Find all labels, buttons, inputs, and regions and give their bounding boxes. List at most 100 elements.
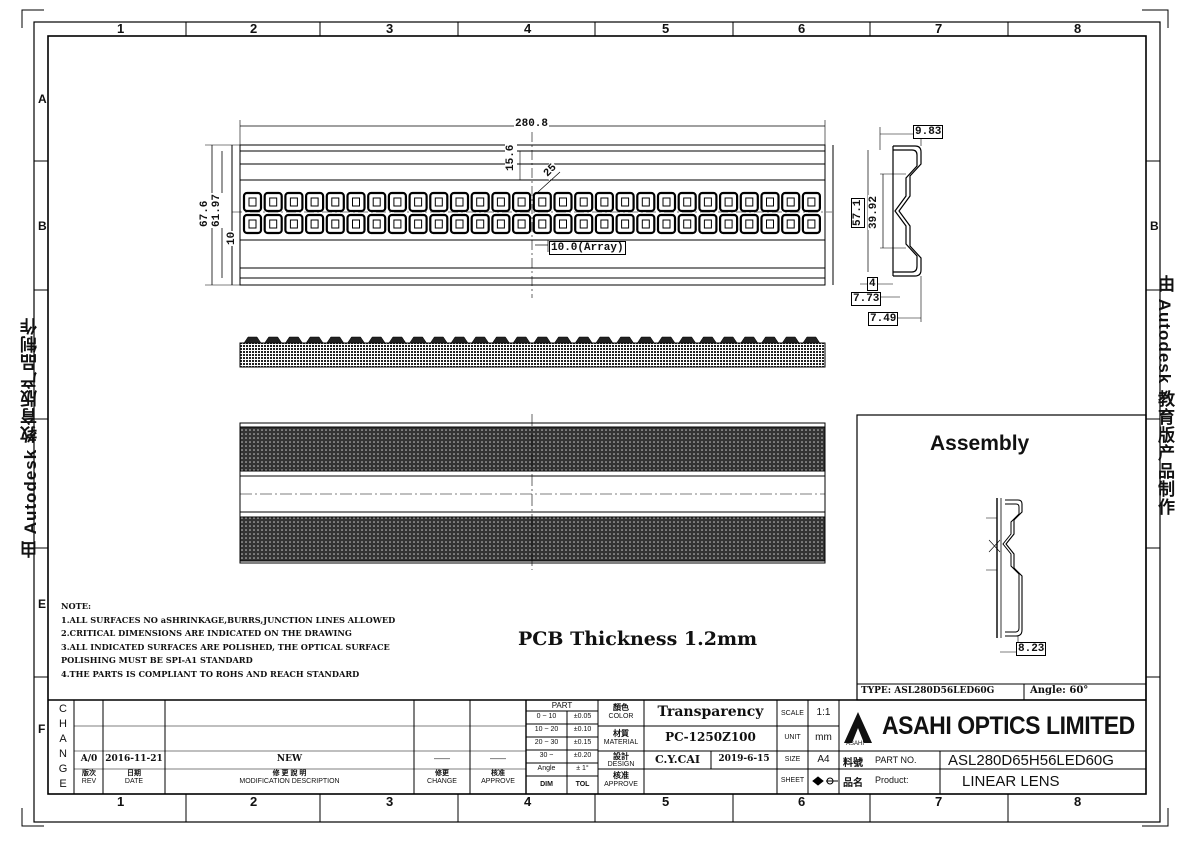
lens-cell bbox=[739, 191, 759, 213]
watermark-left: 由 Autodesk 教育版产品制作 bbox=[21, 317, 40, 558]
dim-overall-length: 280.8 bbox=[514, 118, 550, 130]
design-label: DESIGN bbox=[607, 761, 635, 768]
profile-tooth bbox=[719, 336, 738, 344]
profile-tooth bbox=[429, 336, 448, 344]
profile-tooth bbox=[284, 336, 303, 344]
zone-col-3-bottom: 3 bbox=[386, 794, 394, 809]
lens-cell bbox=[574, 213, 594, 235]
profile-tooth bbox=[636, 336, 655, 344]
dim-height-67: 67.6 bbox=[199, 199, 211, 228]
lens-cell-inner bbox=[641, 197, 650, 207]
lens-cell-inner bbox=[600, 197, 609, 207]
material-value: PC-1250Z100 bbox=[665, 730, 756, 744]
material-cn: 材質 bbox=[613, 729, 629, 738]
lens-cell bbox=[305, 213, 325, 235]
zone-row-b-right: B bbox=[1150, 219, 1159, 233]
lens-cell bbox=[594, 213, 615, 235]
lens-cell bbox=[718, 213, 739, 235]
lens-cell bbox=[470, 213, 490, 235]
designer: C.Y.CAI bbox=[654, 753, 701, 766]
lens-cell-inner bbox=[476, 219, 485, 229]
lens-cell bbox=[677, 191, 697, 213]
lens-cell-inner bbox=[621, 197, 630, 207]
profile-tooth bbox=[554, 336, 572, 344]
bottom-view bbox=[239, 414, 826, 570]
profile-tooth bbox=[657, 336, 676, 344]
lens-cell-inner bbox=[517, 197, 526, 207]
profile-tooth bbox=[698, 336, 717, 344]
change-rev: A/0 bbox=[80, 754, 98, 764]
dim-small-10: 10 bbox=[226, 230, 238, 246]
lens-cell-inner bbox=[455, 219, 464, 229]
profile-tooth bbox=[305, 336, 324, 344]
zone-col-5-bottom: 5 bbox=[662, 794, 670, 809]
lens-cell-inner bbox=[517, 219, 526, 229]
zone-col-7-bottom: 7 bbox=[935, 794, 943, 809]
zone-col-8: 8 bbox=[1074, 21, 1082, 36]
lens-cell-inner bbox=[703, 197, 712, 207]
zone-col-2: 2 bbox=[250, 21, 258, 36]
hdr-date-cn: 日期 bbox=[127, 770, 141, 777]
zone-col-1: 1 bbox=[117, 21, 125, 36]
tol-value: ±0.05 bbox=[573, 713, 592, 720]
lens-cell-inner bbox=[248, 197, 257, 207]
lens-cell-inner bbox=[559, 197, 567, 207]
assembly-angle: Angle: 60° bbox=[1030, 685, 1089, 696]
profile-tooth bbox=[450, 336, 469, 344]
size-value: A4 bbox=[817, 754, 830, 765]
lens-cell bbox=[801, 191, 822, 213]
lens-cell-inner bbox=[766, 197, 774, 207]
change-dash: —— bbox=[434, 754, 450, 763]
lens-cell-inner bbox=[476, 197, 485, 207]
dim-7-73: 7.73 bbox=[851, 292, 882, 306]
lens-cell-inner bbox=[683, 197, 692, 207]
hdr-rev: REV bbox=[81, 778, 97, 785]
profile-tooth bbox=[574, 336, 593, 344]
company-name: ASAHI OPTICS LIMITED bbox=[882, 712, 1135, 740]
lens-cell bbox=[636, 191, 656, 213]
lens-cell bbox=[656, 213, 677, 235]
hdr-change: CHANGE bbox=[427, 778, 457, 785]
lens-cell bbox=[284, 213, 304, 235]
zone-row-b: B bbox=[38, 219, 47, 233]
lens-cell-inner bbox=[269, 219, 278, 229]
lens-cell-inner bbox=[621, 219, 630, 229]
tol-value: ± 1° bbox=[576, 765, 589, 772]
profile-tooth bbox=[616, 336, 635, 344]
lens-cell bbox=[305, 191, 325, 213]
note-line-2: 2.CRITICAL DIMENSIONS ARE INDICATED ON T… bbox=[61, 628, 352, 638]
company-logo-icon bbox=[844, 712, 872, 743]
hdr-approve: APPROVE bbox=[481, 778, 515, 785]
lens-cell bbox=[698, 191, 718, 213]
lens-cell bbox=[263, 191, 283, 213]
change-letter: G bbox=[58, 763, 68, 775]
lens-cell-inner bbox=[724, 219, 733, 229]
profile-tooth bbox=[595, 336, 614, 344]
lens-cell bbox=[698, 213, 718, 235]
lens-cell-inner bbox=[331, 219, 340, 229]
lens-cell-inner bbox=[579, 197, 588, 207]
zone-col-3: 3 bbox=[386, 21, 394, 36]
lens-cell bbox=[636, 213, 656, 235]
lens-cell bbox=[553, 191, 573, 213]
tol-value: ±0.15 bbox=[573, 739, 592, 746]
hdr-desc: MODIFICATION DESCRIPTION bbox=[239, 778, 340, 785]
tol-range: Angle bbox=[537, 765, 556, 772]
product-label: Product: bbox=[875, 775, 909, 785]
tol-value: ±0.20 bbox=[573, 752, 592, 759]
hdr-change-cn: 修更 bbox=[435, 770, 449, 777]
change-letter: C bbox=[59, 703, 67, 715]
change-letter: H bbox=[59, 718, 67, 730]
tol-value: ±0.10 bbox=[573, 726, 592, 733]
lens-cell-inner bbox=[455, 197, 464, 207]
profile-tooth bbox=[409, 336, 428, 344]
lens-cell-inner bbox=[434, 219, 443, 229]
scale-label: SCALE bbox=[781, 710, 804, 717]
lens-cell bbox=[325, 191, 345, 213]
profile-tooth bbox=[471, 336, 490, 344]
lens-cell-inner bbox=[786, 219, 795, 229]
dim-7-49: 7.49 bbox=[868, 312, 899, 326]
lens-cell bbox=[408, 213, 428, 235]
